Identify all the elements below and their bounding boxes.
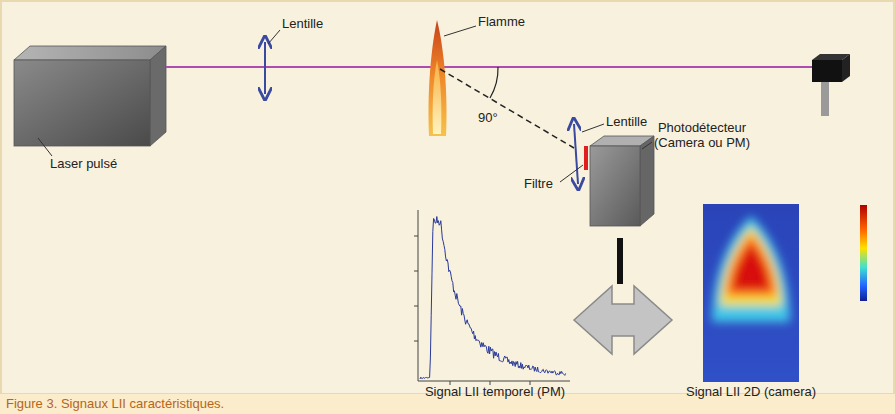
- double-arrow: [574, 286, 672, 354]
- label: Filtre: [524, 176, 553, 191]
- lens-symbol: [264, 42, 266, 94]
- detection-axis: [440, 69, 574, 148]
- figure-caption: Figure 3. Signaux LII caractéristiques.: [6, 396, 224, 411]
- filter-symbol: [584, 146, 588, 170]
- lens-symbol: [574, 124, 578, 184]
- signal-trace: [420, 217, 566, 379]
- label: Flamme: [478, 14, 525, 29]
- signal-curve: [420, 217, 566, 379]
- label: Signal LII 2D (camera): [676, 384, 826, 399]
- label: 90°: [478, 110, 498, 125]
- leader-line: [38, 138, 52, 156]
- label: Lentille: [282, 16, 323, 31]
- plot-axes: [414, 210, 570, 385]
- label: Photodétecteur (Camera ou PM): [650, 120, 754, 150]
- leader-line: [582, 124, 604, 132]
- leader-line: [268, 30, 280, 44]
- beam-dump: [812, 54, 850, 116]
- label: Lentille: [606, 114, 647, 129]
- flame: [428, 20, 446, 136]
- leader-line: [444, 26, 476, 36]
- label: Laser pulsé: [50, 156, 117, 171]
- laser-beam: [166, 66, 814, 68]
- laser-box: [14, 46, 166, 146]
- photodetector: [590, 136, 654, 226]
- leader-line: [642, 142, 652, 149]
- camera-image: [703, 204, 799, 382]
- label: Signal LII temporel (PM): [420, 384, 570, 399]
- detector-cable: [617, 238, 623, 284]
- color-bar: [860, 205, 867, 301]
- frame: [1, 1, 894, 394]
- leader-line: [560, 165, 583, 182]
- angle-arc: [490, 67, 498, 98]
